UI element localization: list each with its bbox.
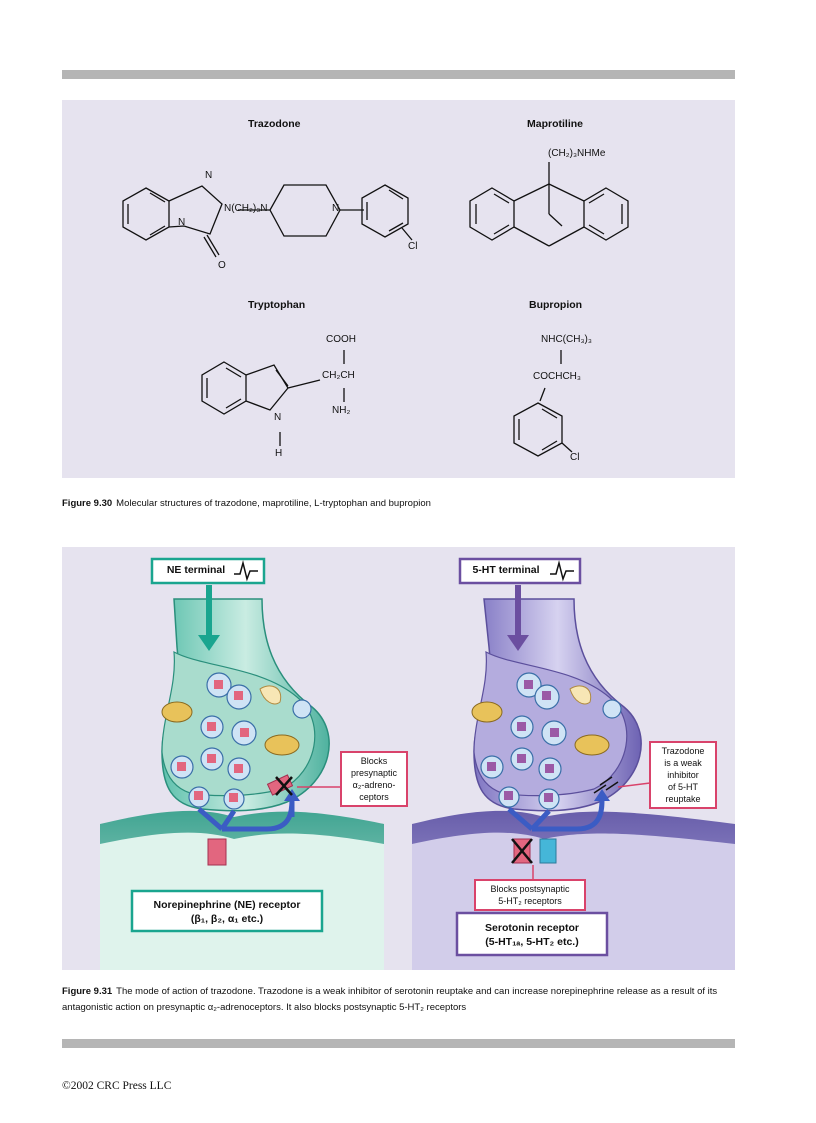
maprotiline-title: Maprotiline: [527, 118, 584, 130]
ne-terminal-label: NE terminal: [158, 564, 234, 576]
maprotiline-sidechain: (CH₂)₃NHMe: [548, 148, 606, 159]
reuptake-inhibition-marks: [593, 776, 619, 794]
structures-drawing: [122, 162, 629, 457]
top-rule: [62, 70, 735, 79]
trazodone-pyridine-ring: [122, 187, 170, 241]
trazodone-oxygen: O: [218, 260, 226, 271]
copyright: ©2002 CRC Press LLC: [62, 1080, 172, 1092]
ht-terminal-label: 5-HT terminal: [464, 564, 548, 576]
blocks-presynaptic-note: Blocks presynaptic α₂-adreno- ceptors: [340, 751, 408, 807]
alpha2-block-cross: [275, 776, 293, 796]
trazodone-n1: N: [205, 170, 213, 181]
ne-receptor-label: Norepinephrine (NE) receptor (β₁, β₂, α₁…: [134, 895, 320, 929]
figure-930-text: Molecular structures of trazodone, mapro…: [116, 498, 431, 509]
trazodone-chain: N(CH₂)₃N: [224, 203, 268, 214]
trazodone-n3: N: [332, 203, 340, 214]
tryptophan-nh2: NH₂: [332, 405, 351, 416]
tryptophan-ch2ch: CH₂CH: [322, 370, 355, 381]
trazodone-n2: N: [178, 217, 186, 228]
bupropion-phenyl-ring: [513, 402, 563, 457]
trazodone-phenyl-ring: [361, 184, 409, 238]
trazodone-piperazine-ring: [269, 184, 341, 237]
ne-spike-icon: [234, 560, 258, 582]
figure-930-label: Figure 9.30: [62, 498, 113, 509]
mechanism-panel: NE terminal 5-HT terminal Blocks presyna…: [62, 547, 735, 970]
ht1a-receptor: [539, 838, 557, 864]
trazodone-weak-inhibitor-note: Trazodone is a weak inhibitor of 5-HT re…: [649, 741, 717, 809]
ne-arrow: [198, 635, 220, 651]
blocks-postsynaptic-note: Blocks postsynaptic 5-HT₂ receptors: [474, 879, 586, 911]
bupropion-chlorine: Cl: [570, 452, 580, 463]
ht-arrow: [507, 635, 529, 651]
tryptophan-cooh: COOH: [326, 334, 356, 345]
tryptophan-h: H: [275, 448, 283, 459]
tryptophan-benzene-ring: [201, 361, 247, 415]
figure-931-label: Figure 9.31: [62, 986, 113, 997]
trazodone-title: Trazodone: [248, 118, 301, 130]
bupropion-nhc: NHC(CH₃)₃: [541, 334, 592, 345]
ht2-block-cross: [511, 838, 533, 864]
tryptophan-n: N: [274, 412, 282, 423]
figure-931-text: The mode of action of trazodone. Trazodo…: [62, 986, 718, 1013]
bupropion-cochch3: COCHCH₃: [533, 371, 581, 382]
tryptophan-pyrrole-ring: [245, 364, 289, 411]
bottom-rule: [62, 1039, 735, 1048]
structures-panel: Trazodone N N N(CH₂)₃N N O Cl Maprotilin…: [62, 100, 735, 478]
bupropion-title: Bupropion: [529, 299, 583, 311]
ne-postsynaptic-receptor: [207, 838, 227, 866]
trazodone-triazole-ring: [168, 185, 223, 235]
serotonin-receptor-label: Serotonin receptor (5-HT₁ₐ, 5-HT₂ etc.): [459, 918, 605, 952]
tryptophan-title: Tryptophan: [248, 299, 306, 311]
trazodone-chlorine: Cl: [408, 241, 418, 252]
ht-spike-icon: [550, 560, 574, 582]
